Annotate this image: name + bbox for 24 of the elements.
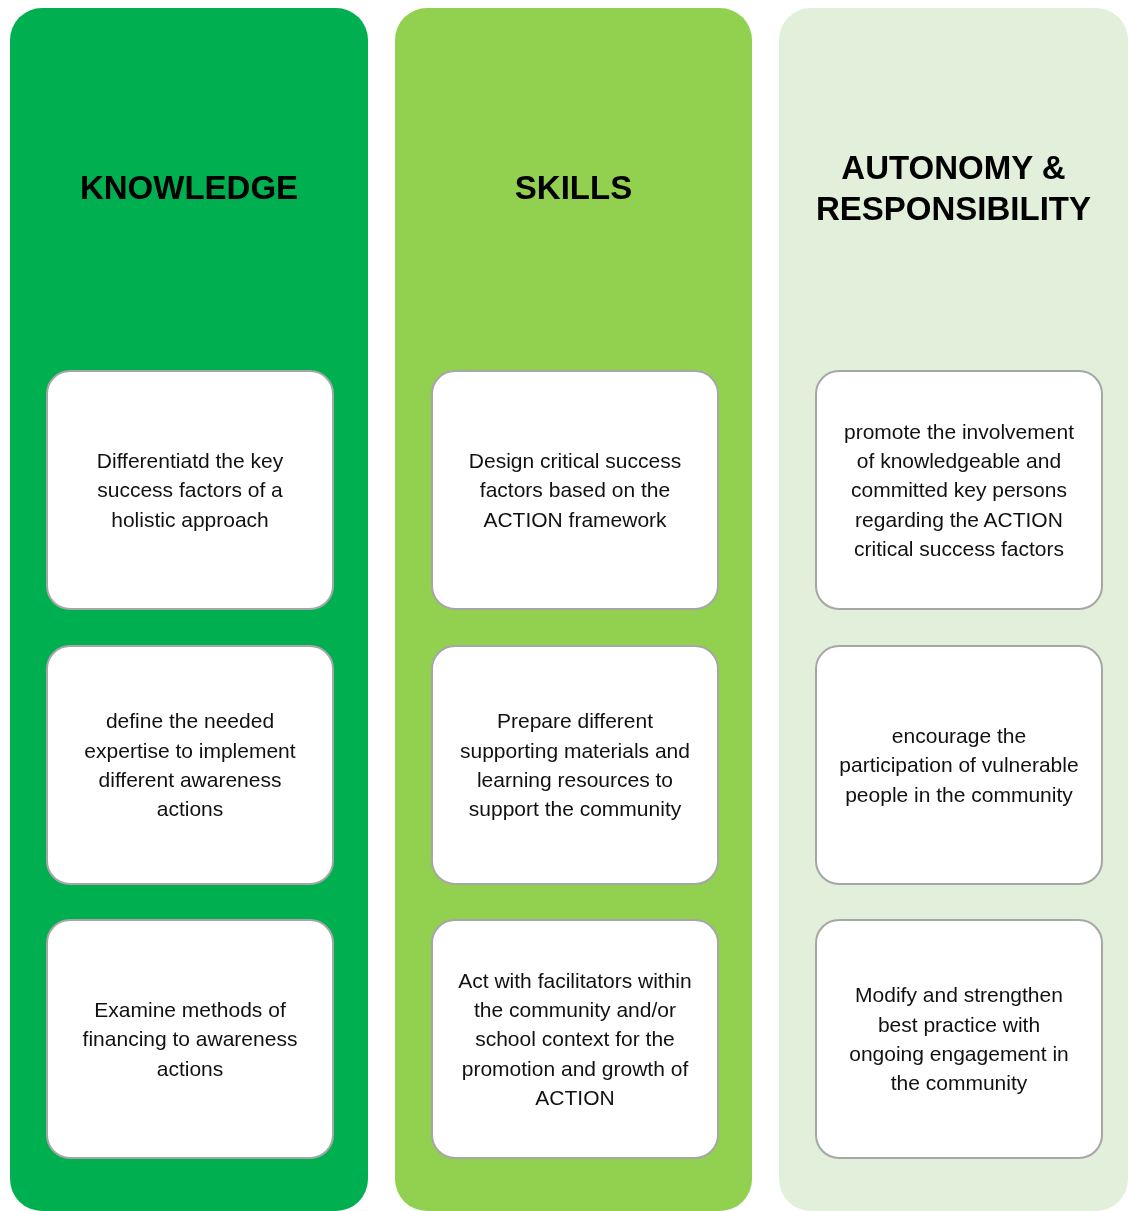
column-panel bbox=[395, 8, 752, 1211]
column-heading: SKILLS bbox=[514, 168, 633, 209]
card-text: Act with facilitators within the community and/or school context for the promotion and growth of ACTION bbox=[457, 967, 693, 1112]
column-panel bbox=[10, 8, 368, 1211]
card-text: Design critical success factors based on the ACTION framework bbox=[467, 447, 683, 533]
text-card bbox=[431, 370, 719, 610]
card-text: encourage the participation of vulnerable people in the community bbox=[839, 722, 1079, 808]
column-heading: KNOWLEDGE bbox=[79, 168, 299, 209]
card-text: Examine methods of financing to awareness actions bbox=[81, 996, 299, 1082]
card-text: promote the involvement of knowledgeable and committed key persons regarding the ACTION critical success factors bbox=[843, 418, 1075, 563]
card-text: Modify and strengthen best practice with ongoing engagement in the community bbox=[848, 982, 1070, 1097]
column-heading: AUTONOMY & RESPONSIBILITY bbox=[814, 147, 1092, 229]
text-card bbox=[431, 645, 719, 885]
card-text: Differentiatd the key success factors of a holistic approach bbox=[95, 447, 285, 533]
text-card bbox=[815, 645, 1103, 885]
text-card bbox=[815, 919, 1103, 1159]
text-card bbox=[815, 370, 1103, 610]
text-card bbox=[46, 645, 334, 885]
card-text: define the needed expertise to implement different awareness actions bbox=[83, 708, 297, 823]
text-card bbox=[46, 919, 334, 1159]
column-panel bbox=[779, 8, 1128, 1211]
card-text: Prepare different supporting materials and learning resources to support the community bbox=[459, 708, 691, 823]
text-card bbox=[46, 370, 334, 610]
text-card bbox=[431, 919, 719, 1159]
